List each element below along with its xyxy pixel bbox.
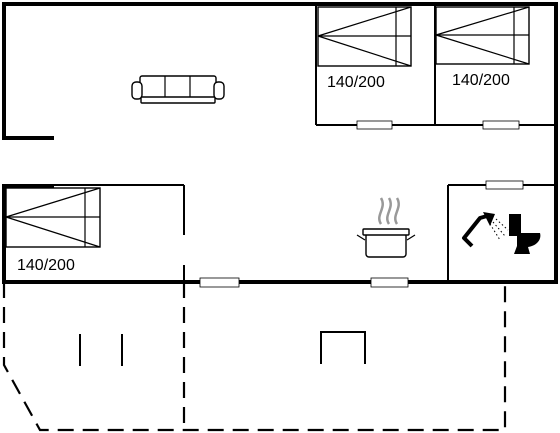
bed-icon [435,6,530,65]
bed-icon [5,187,101,248]
bed-icon [317,6,412,67]
outdoor-furniture [79,331,366,366]
bed-size-label-bedroom-3: 140/200 [452,72,510,89]
bed-size-label-bedroom-1: 140/200 [17,257,75,274]
sofa-icon [131,75,225,104]
bed-size-label-bedroom-2: 140/200 [327,74,385,91]
door-openings [50,120,524,288]
toilet-icon [509,214,541,254]
outer-walls [2,2,558,284]
terrace-outline [2,282,507,432]
stove-pot-icon [356,197,416,258]
shower-icon [462,212,509,248]
